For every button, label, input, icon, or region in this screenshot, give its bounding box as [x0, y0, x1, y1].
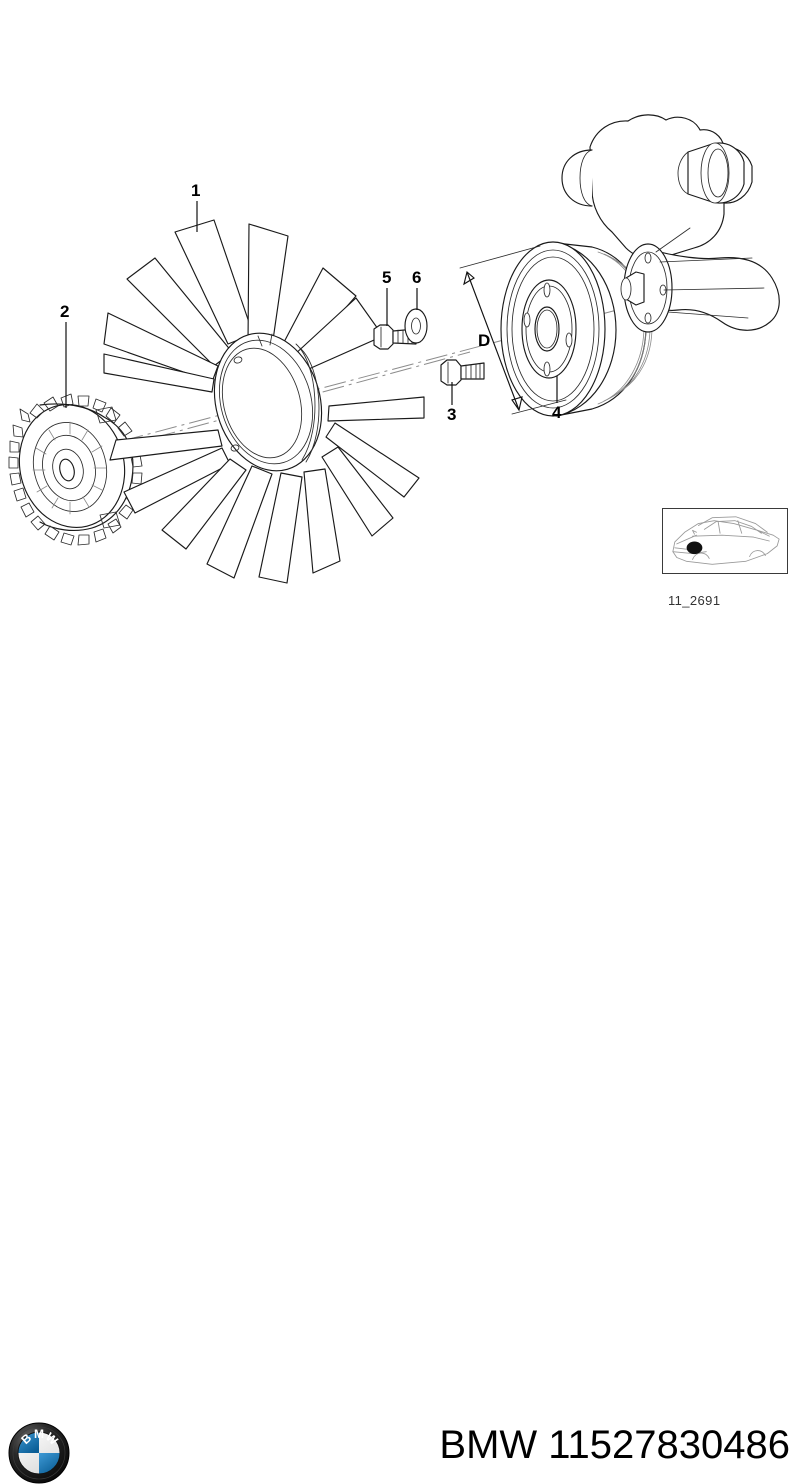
callout-leaders: [65, 201, 558, 408]
callout-5: 5: [382, 268, 392, 287]
dimension-label-D: D: [478, 331, 491, 350]
vehicle-locator-inset: [662, 508, 788, 574]
part-viscous-fan-clutch: [8, 393, 143, 546]
part-number-caption: BMW 11527830486: [439, 1423, 790, 1467]
part-washer-6: [404, 308, 428, 344]
callout-3: 3: [447, 405, 457, 424]
callout-1: 1: [191, 181, 201, 200]
parts-diagram: 1 2 3 4 5 6 D: [8, 114, 788, 608]
part-bolt-3: [440, 359, 485, 386]
callout-4: 4: [552, 403, 562, 422]
callout-6: 6: [412, 268, 422, 287]
footer: B M W BMW 11527830486: [0, 700, 800, 1484]
diagram-linework: [8, 114, 780, 584]
callout-2: 2: [60, 302, 70, 321]
diagram-code-label: 11_2691: [668, 593, 721, 608]
dimension-D: [459, 245, 567, 415]
fan-hub-ring: [213, 332, 323, 472]
location-marker-dot: [686, 541, 703, 555]
part-water-pump-housing: [561, 114, 780, 333]
part-fan-blade-assembly: [103, 219, 425, 584]
vehicle-outline-icon: [672, 516, 780, 565]
